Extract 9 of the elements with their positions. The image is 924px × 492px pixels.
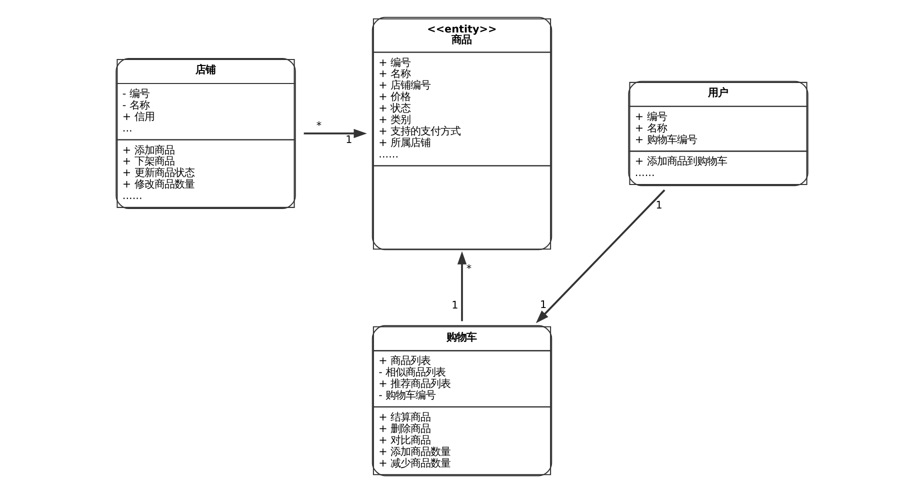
node-label: 1 [656, 198, 662, 211]
node-label: * [466, 262, 472, 274]
arrow [457, 250, 467, 321]
arrow [536, 188, 666, 323]
arrow [304, 128, 367, 138]
node-label: * [316, 120, 322, 132]
node-label: 1 [346, 134, 352, 146]
node-label: 1 [452, 299, 458, 312]
node-label: 1 [540, 298, 547, 311]
